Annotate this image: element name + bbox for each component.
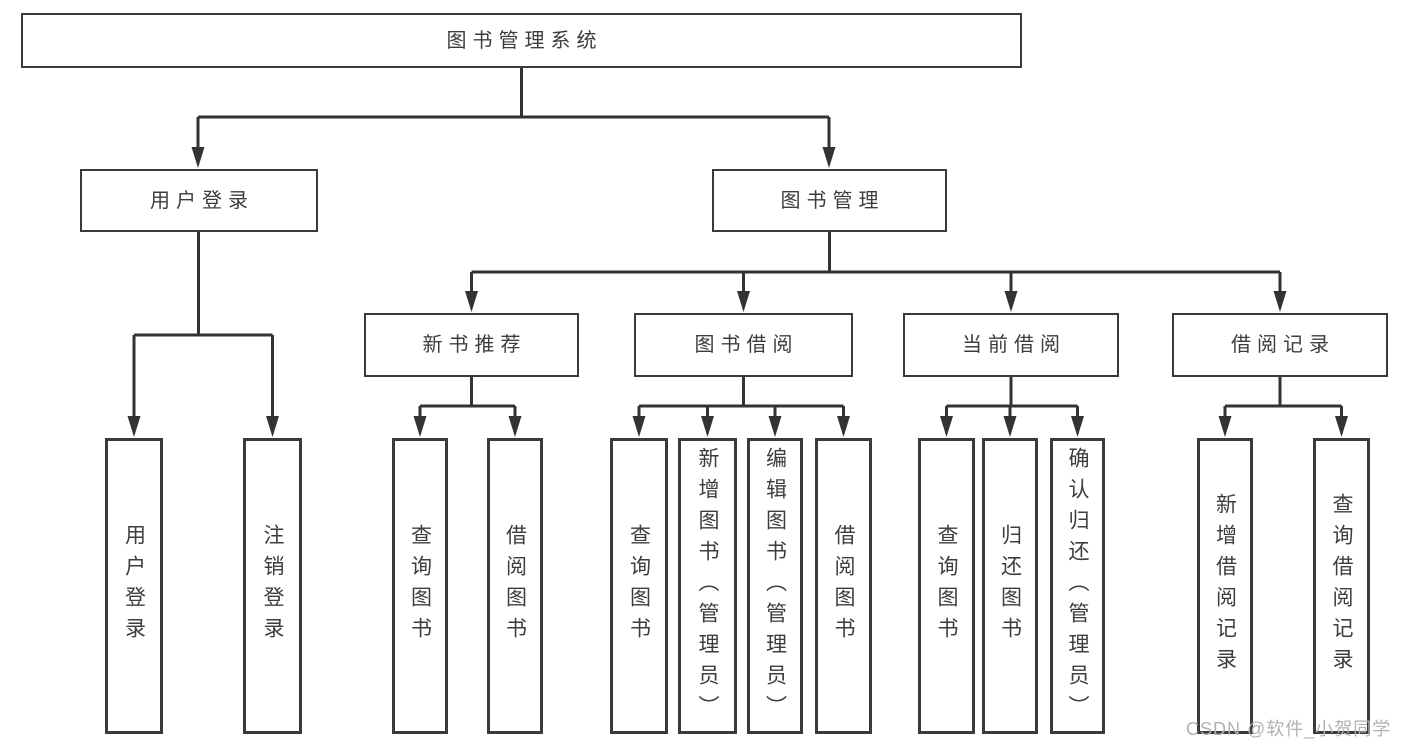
arrow-down-icon [508, 416, 522, 437]
node-root-label: 图书管理系统 [446, 29, 603, 52]
connector-line [1223, 377, 1343, 418]
leaf-add-borrow-record: 新增借阅记录 [1197, 438, 1253, 734]
leaf-user-login-label: 用户登录 [122, 524, 146, 648]
arrow-down-icon [191, 147, 205, 168]
connector-line [637, 377, 845, 418]
leaf-borrow-book-1: 借阅图书 [487, 438, 543, 734]
leaf-logout: 注销登录 [243, 438, 302, 734]
leaf-add-book: 新增图书（管理员） [678, 438, 737, 734]
leaf-borrow-book-2: 借阅图书 [815, 438, 872, 734]
arrow-down-icon [266, 416, 279, 437]
leaf-query-borrow-record: 查询借阅记录 [1313, 438, 1370, 734]
leaf-edit-book: 编辑图书（管理员） [747, 438, 803, 734]
arrow-down-icon [768, 416, 782, 437]
node-new-book-recommend: 新书推荐 [364, 313, 579, 377]
leaf-edit-book-label: 编辑图书（管理员） [763, 446, 787, 726]
arrow-down-icon [1071, 416, 1084, 437]
connector-new-book-recommend-children [413, 377, 522, 437]
connector-book-management-children [465, 232, 1287, 312]
leaf-add-borrow-record-label: 新增借阅记录 [1213, 493, 1237, 679]
connector-root-to-level2 [191, 68, 836, 168]
node-root: 图书管理系统 [21, 13, 1022, 68]
arrow-down-icon [413, 416, 427, 437]
arrow-down-icon [737, 291, 750, 312]
leaf-query-book-3: 查询图书 [918, 438, 975, 734]
connector-line [470, 232, 1282, 293]
node-current-borrow: 当前借阅 [903, 313, 1119, 377]
leaf-logout-label: 注销登录 [261, 524, 284, 648]
node-book-borrow: 图书借阅 [634, 313, 853, 377]
connector-current-borrow-children [940, 377, 1084, 437]
leaf-confirm-return: 确认归还（管理员） [1050, 438, 1105, 734]
arrow-down-icon [701, 416, 714, 437]
connector-user-login-children [127, 232, 279, 437]
leaf-return-book-label: 归还图书 [998, 524, 1022, 648]
leaf-add-book-label: 新增图书（管理员） [696, 446, 719, 726]
node-book-borrow-label: 图书借阅 [694, 334, 799, 356]
connector-line [418, 377, 517, 418]
leaf-borrow-book-1-label: 借阅图书 [503, 524, 527, 648]
node-borrow-record: 借阅记录 [1172, 313, 1388, 377]
node-book-management-label: 图书管理 [780, 189, 885, 212]
arrow-down-icon [1004, 291, 1018, 312]
leaf-confirm-return-label: 确认归还（管理员） [1066, 446, 1089, 726]
leaf-user-login: 用户登录 [105, 438, 163, 734]
connector-line [132, 232, 274, 418]
connector-borrow-record-children [1218, 377, 1348, 437]
connector-book-borrow-children [632, 377, 850, 437]
watermark: CSDN @软件_小贺同学 [1186, 719, 1392, 739]
leaf-query-book-3-label: 查询图书 [935, 524, 958, 648]
arrow-down-icon [837, 416, 850, 437]
leaf-borrow-book-2-label: 借阅图书 [832, 524, 855, 648]
arrow-down-icon [465, 291, 478, 312]
connector-line [945, 377, 1079, 418]
leaf-query-book-2: 查询图书 [610, 438, 668, 734]
leaf-query-book-1-label: 查询图书 [408, 524, 432, 648]
arrow-down-icon [1273, 291, 1287, 312]
node-book-management: 图书管理 [712, 169, 947, 232]
arrow-down-icon [940, 416, 953, 437]
leaf-query-book-2-label: 查询图书 [627, 524, 651, 648]
arrow-down-icon [1335, 416, 1348, 437]
arrow-down-icon [1218, 416, 1232, 437]
arrow-down-icon [127, 416, 141, 437]
node-user-login-label: 用户登录 [150, 189, 254, 212]
connector-line [196, 68, 831, 149]
node-borrow-record-label: 借阅记录 [1231, 334, 1335, 356]
arrow-down-icon [1003, 416, 1017, 437]
leaf-return-book: 归还图书 [982, 438, 1038, 734]
arrow-down-icon [822, 147, 836, 168]
arrow-down-icon [632, 416, 646, 437]
leaf-query-borrow-record-label: 查询借阅记录 [1330, 493, 1353, 679]
node-new-book-recommend-label: 新书推荐 [422, 334, 527, 356]
node-user-login: 用户登录 [80, 169, 318, 232]
leaf-query-book-1: 查询图书 [392, 438, 448, 734]
node-current-borrow-label: 当前借阅 [962, 334, 1066, 356]
